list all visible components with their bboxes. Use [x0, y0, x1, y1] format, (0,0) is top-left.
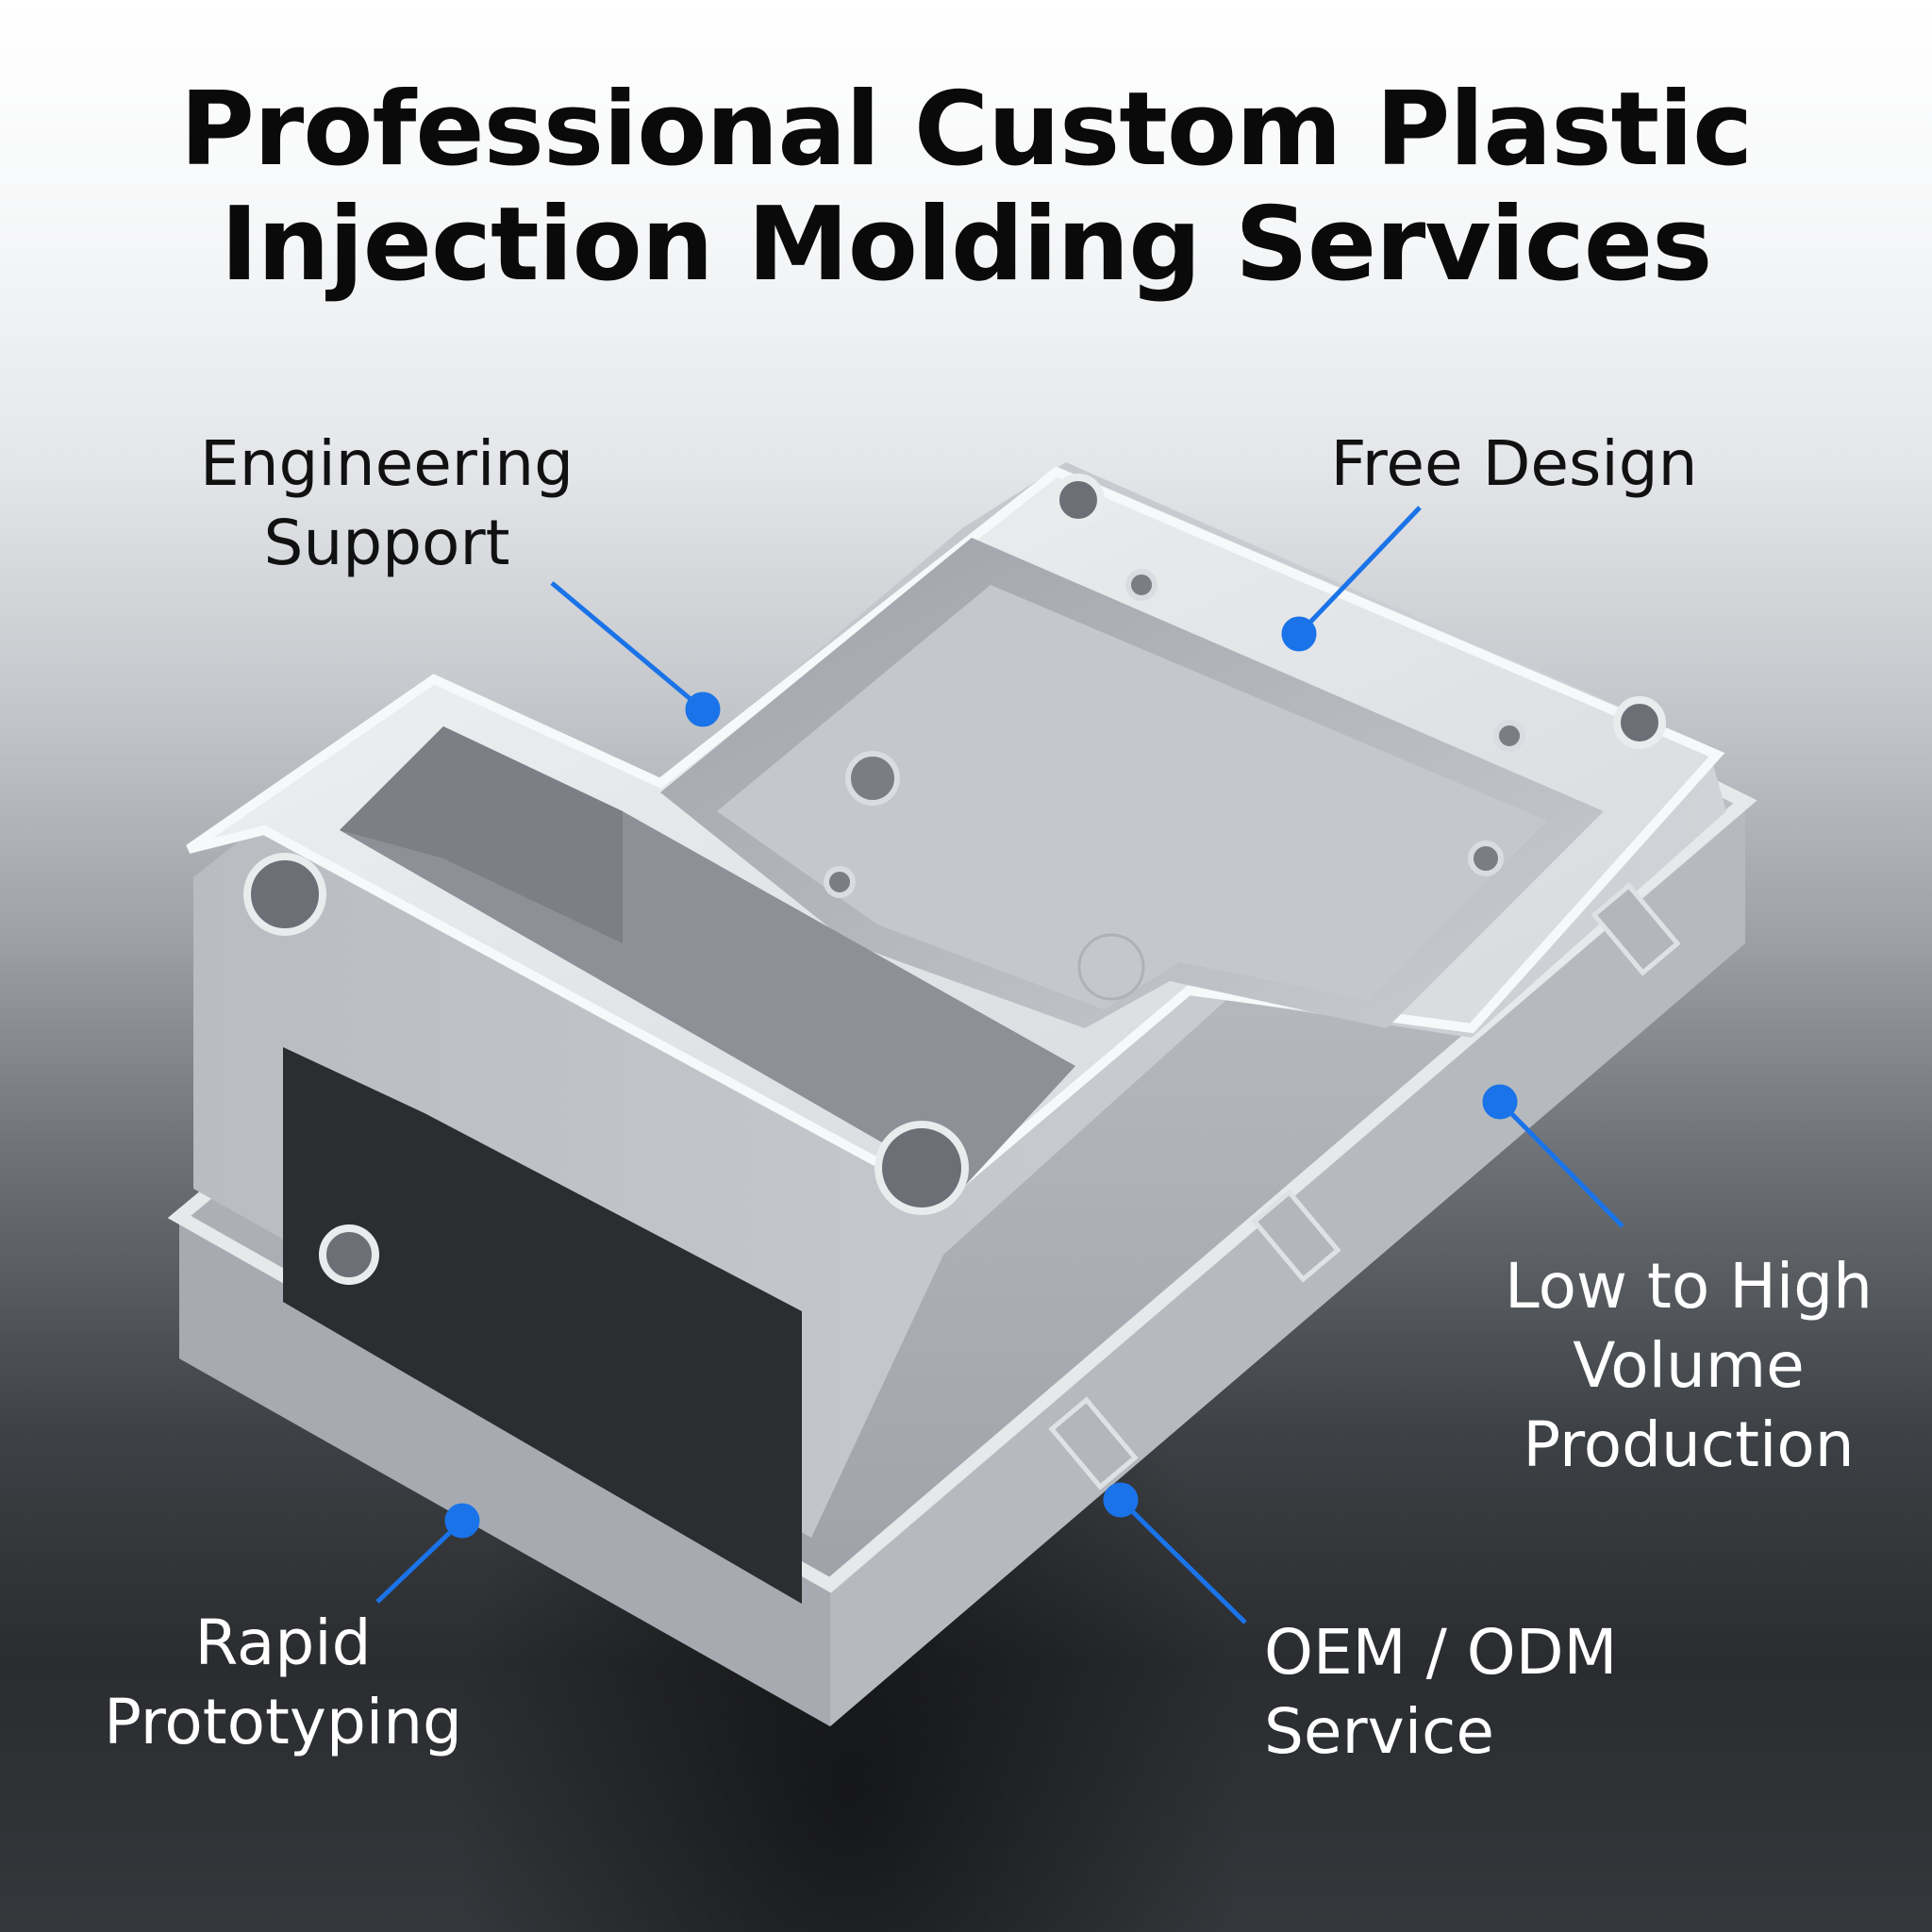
leader-low-to-high-volume — [1498, 1100, 1624, 1228]
callout-text: Engineering — [200, 427, 574, 500]
leader-free-design — [1297, 506, 1422, 636]
callout-text: Prototyping — [104, 1686, 462, 1758]
dot-free-design — [1281, 616, 1317, 652]
callout-text: Volume — [1573, 1329, 1805, 1402]
headline-line-2: Injection Molding Services — [220, 186, 1713, 304]
callout-free-design: Free Design — [1316, 425, 1712, 504]
headline-line-1: Professional Custom Plastic — [179, 71, 1753, 189]
dot-low-to-high-volume — [1482, 1084, 1518, 1120]
callout-low-to-high-volume: Low to High Volume Production — [1472, 1247, 1906, 1485]
dot-oem-odm — [1103, 1482, 1139, 1518]
callout-text: Production — [1523, 1408, 1855, 1481]
callout-text: Service — [1264, 1695, 1494, 1768]
callout-rapid-prototyping: Rapid Prototyping — [80, 1604, 486, 1762]
dot-engineering-support — [685, 691, 721, 727]
callout-engineering-support: Engineering Support — [193, 425, 580, 583]
callout-text: Free Design — [1330, 427, 1698, 500]
callout-text: OEM / ODM — [1264, 1616, 1618, 1689]
leader-oem-odm — [1119, 1498, 1247, 1624]
callout-text: Rapid — [194, 1607, 372, 1679]
dot-rapid-prototyping — [444, 1503, 480, 1539]
leader-engineering-support — [550, 581, 705, 711]
callout-text: Low to High — [1505, 1250, 1873, 1323]
callout-text: Support — [263, 507, 510, 579]
callout-oem-odm: OEM / ODM Service — [1264, 1613, 1679, 1772]
leader-rapid-prototyping — [375, 1519, 464, 1604]
